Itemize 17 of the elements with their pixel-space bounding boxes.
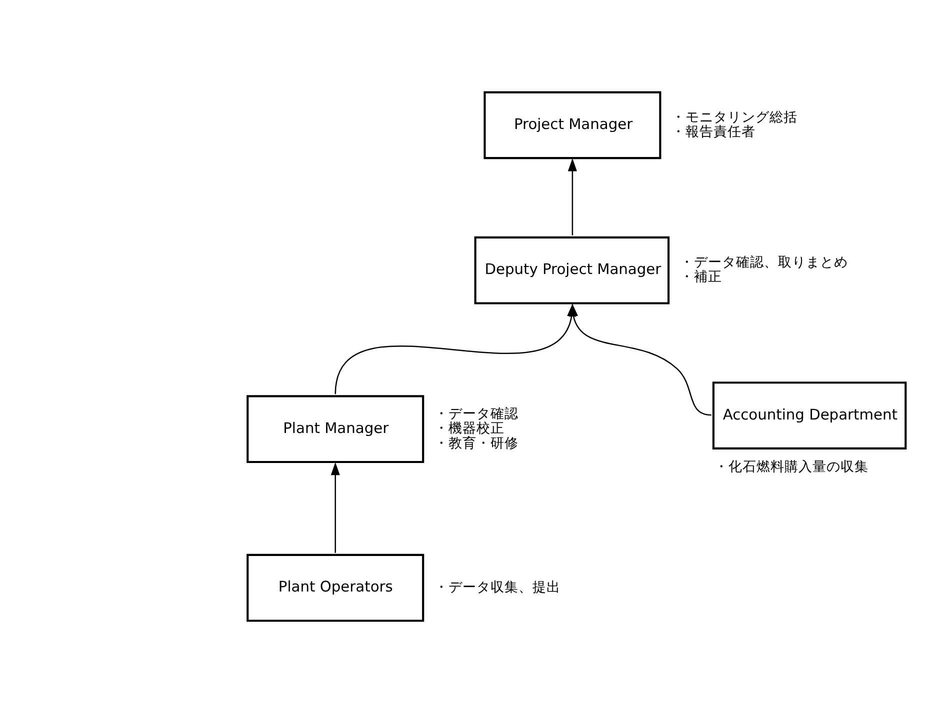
- node-label: ・データ収集、提出: [434, 578, 561, 595]
- node-label: ・データ確認、取りまとめ: [680, 254, 848, 270]
- node-box: Accounting Department: [712, 381, 907, 449]
- arrow: [568, 158, 577, 235]
- node-box: Project Manager: [484, 90, 662, 159]
- node-label: ・モニタリング総括: [672, 108, 798, 125]
- node-label: ・補正: [680, 268, 722, 285]
- node-box: Plant Operators: [246, 553, 424, 622]
- node-label: ・機器校正: [434, 420, 505, 436]
- node-label: ・データ確認: [434, 406, 519, 422]
- node-box: Plant Manager: [246, 394, 424, 463]
- arrow: [330, 462, 340, 552]
- arrow: [568, 302, 712, 416]
- node-label: ・化石燃料購入量の収集: [714, 458, 868, 474]
- node-box: Deputy Project Manager: [474, 236, 670, 304]
- node-label: ・報告責任者: [672, 124, 756, 140]
- node-label: ・教育・研修: [434, 434, 519, 451]
